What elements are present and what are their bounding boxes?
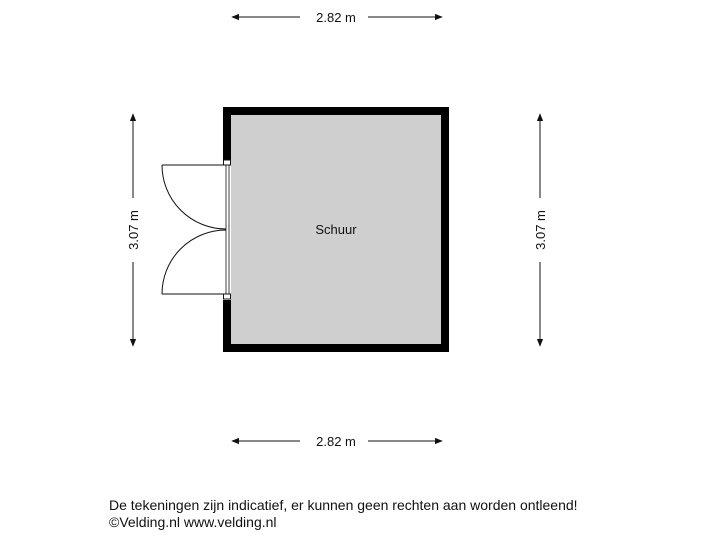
room-floor	[231, 115, 441, 344]
dimension-left-label: 3.07 m	[126, 210, 141, 250]
copyright-text: ©Velding.nl www.velding.nl	[109, 514, 277, 530]
dimension-bottom: 2.82 m	[231, 432, 443, 450]
dimension-top-label-bg	[304, 8, 364, 26]
dimension-right: 3.07 m	[531, 113, 549, 347]
double-door	[161, 164, 227, 295]
dimension-right-label-bg	[531, 200, 549, 260]
dimension-left-label-bg	[124, 200, 142, 260]
door-opening	[223, 160, 231, 300]
dimension-top: 2.82 m	[231, 8, 443, 26]
dimension-bottom-label-bg	[304, 432, 364, 450]
footer: De tekeningen zijn indicatief, er kunnen…	[109, 497, 578, 531]
door-swing-lower	[161, 229, 227, 295]
dimension-right-label: 3.07 m	[533, 210, 548, 250]
dimension-top-label: 2.82 m	[316, 10, 356, 25]
door-swing-upper	[161, 164, 227, 230]
door-jamb-bottom	[223, 293, 231, 300]
disclaimer-text: De tekeningen zijn indicatief, er kunnen…	[109, 497, 578, 513]
dimension-left: 3.07 m	[124, 113, 142, 347]
door-jamb-top	[223, 159, 231, 166]
room-label: Schuur	[315, 222, 357, 237]
dimension-bottom-label: 2.82 m	[316, 434, 356, 449]
